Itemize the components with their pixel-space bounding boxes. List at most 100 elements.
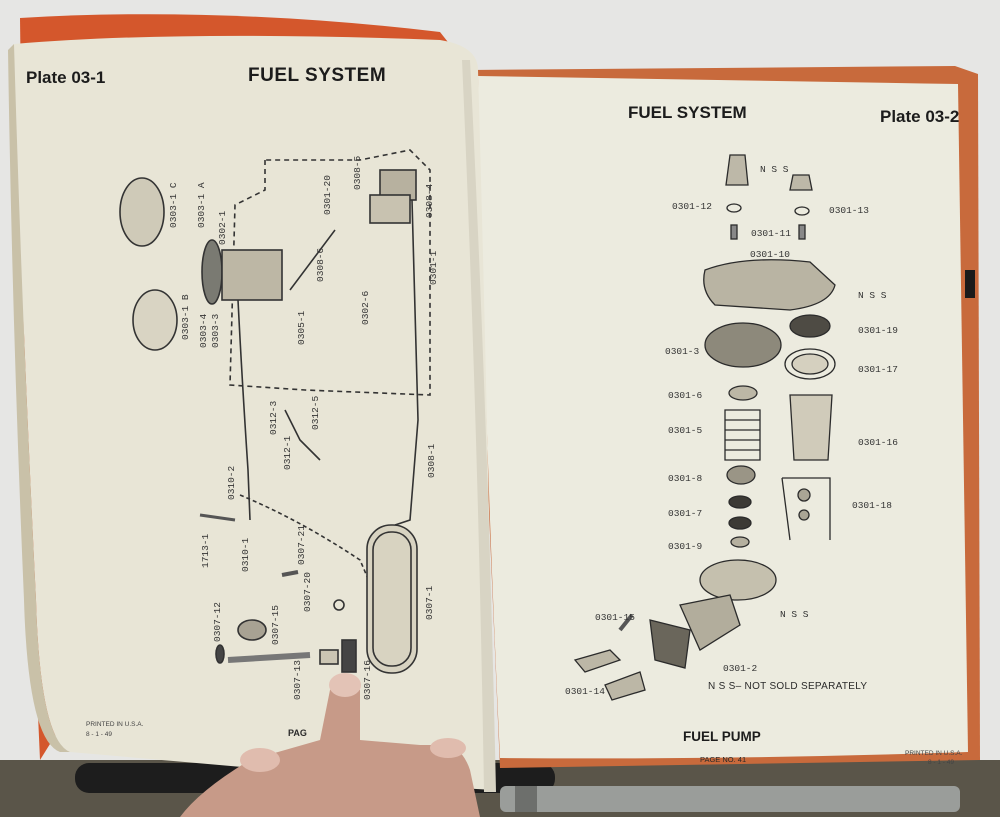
callout-nss-low: N S S — [780, 609, 809, 620]
callout-0301-5: 0301-5 — [668, 425, 703, 436]
fuel-line-left — [237, 299, 251, 521]
callout-0301-18: 0301-18 — [852, 500, 892, 511]
callout-0310-2: 0310-2 — [226, 465, 237, 500]
callout-0301-15: 0301-15 — [595, 612, 635, 623]
left-page-title: FUEL SYSTEM — [248, 65, 387, 86]
fuel-tank-inner — [372, 531, 412, 667]
gasket-17-inner — [791, 353, 829, 375]
callout-0302-1: 0302-1 — [217, 210, 228, 245]
pen-band — [515, 786, 537, 812]
left-printed-note: PRINTED IN U.S.A. — [86, 721, 144, 728]
left-page — [14, 35, 494, 791]
callout-0301-16: 0301-16 — [858, 437, 898, 448]
callout-0301-11: 0301-11 — [751, 228, 791, 239]
callout-0301-12: 0301-12 — [672, 201, 712, 212]
callout-0308-5: 0308-5 — [352, 155, 363, 190]
callout-0305-1: 0305-1 — [296, 310, 307, 345]
callout-0301-1: 0301-1 — [428, 250, 439, 285]
callout-nss-mid: N S S — [858, 290, 887, 301]
callout-0302-6: 0302-6 — [360, 290, 371, 325]
spring-5-coils — [725, 419, 760, 451]
pump-cover — [703, 259, 836, 311]
callout-0301-7: 0301-7 — [668, 508, 703, 519]
pump-body-lower — [679, 594, 741, 651]
callout-0301-6: 0301-6 — [668, 390, 703, 401]
callout-0308-1: 0308-1 — [426, 443, 437, 478]
callout-0303-1b: 0303-1 B — [180, 294, 191, 340]
callout-0312-5: 0312-5 — [310, 395, 321, 430]
gasket-12 — [726, 203, 742, 213]
callout-0301-3: 0301-3 — [665, 346, 700, 357]
gauge-unit — [281, 570, 299, 577]
callout-0301-10: 0301-10 — [750, 249, 790, 260]
spring-11-left — [730, 224, 738, 240]
callout-0307-16: 0307-16 — [362, 660, 373, 700]
valve-7-bottom — [728, 516, 752, 530]
callout-nss-top: N S S — [760, 164, 789, 175]
callout-0308-6: 0308-6 — [315, 247, 326, 282]
right-page-number: PAGE NO. 41 — [700, 755, 747, 764]
frame-outline — [229, 149, 431, 396]
gasket-19 — [789, 314, 831, 338]
callout-0303-3: 0303-3 — [210, 313, 221, 348]
fuel-filter-1713 — [199, 513, 236, 522]
left-page-shadow — [8, 44, 70, 752]
valve-7-top — [728, 495, 752, 509]
callout-0303-1c: 0303-1 C — [168, 182, 179, 228]
filter-cap-c — [119, 177, 165, 247]
page-tab-marker — [965, 270, 975, 298]
callout-0301-13: 0301-13 — [829, 205, 869, 216]
right-page — [478, 76, 968, 759]
callout-0303-1a: 0303-1 A — [196, 182, 207, 228]
left-date: 8 - 1 - 49 — [86, 731, 113, 738]
left-page-number-fragment: PAG — [288, 728, 307, 738]
carburetor — [221, 249, 283, 301]
callout-0301-19: 0301-19 — [858, 325, 898, 336]
callout-0312-1: 0312-1 — [282, 435, 293, 470]
callout-0312-3: 0312-3 — [268, 400, 279, 435]
fuel-line-main — [394, 199, 419, 526]
right-date: 8 - 1 - 49 — [928, 759, 955, 766]
fuel-tank — [366, 524, 418, 674]
filler-gasket — [215, 644, 225, 664]
nss-footnote: N S S– NOT SOLD SEPARATELY — [708, 681, 868, 692]
gauge-wire — [239, 494, 376, 596]
callout-0310-1: 0310-1 — [240, 537, 251, 572]
fuel-line-carb — [289, 229, 336, 291]
gutter-shadow — [462, 60, 496, 792]
fuel-pump-body — [369, 194, 411, 224]
bowl-16 — [789, 394, 833, 461]
right-page-title: FUEL SYSTEM — [628, 103, 747, 122]
callout-0301-20: 0301-20 — [322, 175, 333, 215]
diaphragm — [704, 322, 782, 368]
callout-0301-2: 0301-2 — [723, 663, 758, 674]
left-plate-number: Plate 03-1 — [26, 68, 106, 87]
gasket-17 — [784, 348, 836, 380]
callout-0307-1: 0307-1 — [424, 585, 435, 620]
hand-fingers — [180, 680, 480, 817]
grommet — [333, 599, 345, 611]
tank-strap-part — [319, 649, 339, 665]
callout-0307-21: 0307-21 — [296, 525, 307, 565]
fingernail-index — [329, 673, 361, 697]
bail-18 — [781, 477, 831, 541]
bail-nut — [797, 488, 811, 502]
plug-right — [789, 174, 813, 191]
right-printed-note: PRINTED IN U.S.A. — [905, 750, 963, 757]
fingernail-thumb — [240, 748, 280, 772]
fuel-pump-diagram — [573, 154, 836, 701]
callout-0301-9: 0301-9 — [668, 541, 703, 552]
air-filter-a — [201, 239, 223, 305]
linkage-rod — [284, 409, 321, 461]
figure-caption: FUEL PUMP — [683, 729, 761, 744]
spring-15 — [618, 613, 634, 632]
callout-0308-4: 0308-4 — [424, 183, 435, 218]
valve-8 — [726, 465, 756, 485]
hand — [180, 673, 480, 817]
fuel-system-diagram — [119, 149, 431, 674]
link-14 — [573, 649, 622, 673]
fingernail-middle — [430, 738, 466, 758]
retainer-6 — [728, 385, 758, 401]
rocker-arm — [604, 671, 646, 701]
callout-0307-15: 0307-15 — [270, 605, 281, 645]
